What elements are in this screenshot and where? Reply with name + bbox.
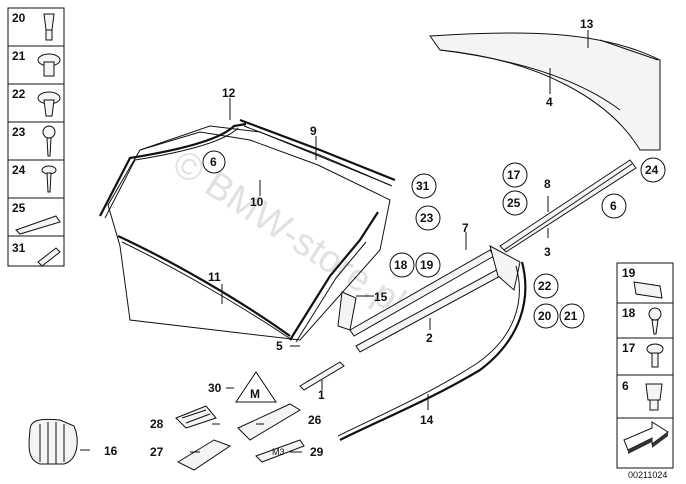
callout-15: 15	[374, 290, 388, 304]
clip-21-icon	[37, 53, 61, 77]
callout-16: 16	[104, 444, 118, 458]
clip-19-icon	[633, 281, 663, 299]
circled-22: 22	[538, 279, 552, 293]
cover-27-graphic	[176, 439, 232, 471]
callout-14: 14	[420, 413, 434, 427]
badge-text: M	[250, 387, 260, 401]
legend-label-24: 24	[12, 163, 26, 177]
legend-label-23: 23	[12, 125, 26, 139]
corner-piece-15-graphic	[337, 291, 357, 331]
badge-30-graphic: M	[235, 371, 277, 403]
callout-30: 30	[208, 381, 222, 395]
clip-6-icon	[645, 383, 663, 411]
right-legend: 19 18 17 6	[616, 262, 674, 469]
legend-label-18: 18	[622, 306, 636, 320]
circled-19: 19	[420, 258, 434, 272]
left-legend: 20 21 22 23 24 25 31	[7, 7, 65, 267]
trim-1-graphic	[299, 361, 345, 391]
legend-label-25: 25	[12, 201, 26, 215]
circled-21: 21	[564, 309, 578, 323]
circled-31: 31	[416, 179, 430, 193]
windscreen-frame-10-graphic	[107, 125, 391, 341]
screw-18-icon	[648, 307, 662, 335]
legend-label-22: 22	[12, 87, 26, 101]
callout-7: 7	[462, 221, 469, 235]
callout-12: 12	[222, 86, 236, 100]
legend-label-31: 31	[12, 241, 26, 255]
circled-6-right: 6	[610, 199, 617, 213]
callout-29: 29	[310, 445, 324, 459]
circled-6-left: 6	[210, 155, 217, 169]
callout-5: 5	[276, 339, 283, 353]
kidney-grille-16-graphic	[28, 418, 78, 465]
direction-arrow-icon	[623, 421, 669, 454]
leader-lines	[80, 30, 589, 453]
emblem-29-graphic: M3	[255, 439, 305, 463]
callout-9: 9	[310, 124, 317, 138]
emblem-text: M3	[272, 447, 285, 457]
circled-callouts: 6 31 23 18 19 17 25 24 6 22 20 21	[202, 150, 666, 329]
callout-10: 10	[250, 195, 264, 209]
callout-11: 11	[208, 270, 221, 284]
callout-26: 26	[308, 413, 322, 427]
circled-23: 23	[420, 211, 434, 225]
callout-2: 2	[426, 331, 433, 345]
circled-20: 20	[538, 309, 552, 323]
adhesive-tape-25-icon	[15, 215, 61, 235]
door-frame-seal-3-graphic	[489, 245, 521, 291]
legend-label-6: 6	[622, 379, 629, 393]
legend-label-17: 17	[622, 341, 636, 355]
circled-18: 18	[394, 258, 408, 272]
circled-25: 25	[507, 196, 521, 210]
roof-panel-4-13-graphic	[429, 32, 661, 151]
screw-24-icon	[41, 165, 57, 193]
callout-4: 4	[546, 95, 553, 109]
circled-24: 24	[645, 163, 659, 177]
side-repeater-26-graphic	[237, 403, 301, 441]
door-seal-14-graphic	[337, 261, 527, 441]
callout-numbers: 12 9 10 11 5 15 1 7 2 3 8 4 13 14 16 28 …	[104, 17, 594, 459]
roof-strip-9-graphic	[239, 118, 396, 187]
document-id: 00211024	[628, 470, 667, 480]
a-pillar-trim-5-graphic	[289, 211, 379, 343]
callout-28: 28	[150, 417, 164, 431]
callout-3: 3	[544, 245, 551, 259]
callout-8: 8	[544, 177, 551, 191]
legend-label-20: 20	[12, 11, 26, 25]
windscreen-seal-12-graphic	[99, 122, 247, 219]
legend-label-21: 21	[12, 49, 26, 63]
windscreen-glass-11-graphic	[117, 235, 293, 341]
plug-31-icon	[37, 247, 61, 267]
legend-label-19: 19	[622, 266, 636, 280]
rivet-17-icon	[646, 343, 664, 368]
clip-20-icon	[43, 13, 55, 41]
callout-1: 1	[318, 388, 325, 402]
callout-27: 27	[150, 445, 164, 459]
callout-13: 13	[580, 17, 594, 31]
grille-28-graphic	[175, 405, 217, 429]
screw-23-icon	[42, 125, 56, 157]
clip-22-icon	[37, 91, 61, 117]
rail-seal-8-graphic	[499, 159, 637, 253]
circled-17: 17	[507, 168, 521, 182]
